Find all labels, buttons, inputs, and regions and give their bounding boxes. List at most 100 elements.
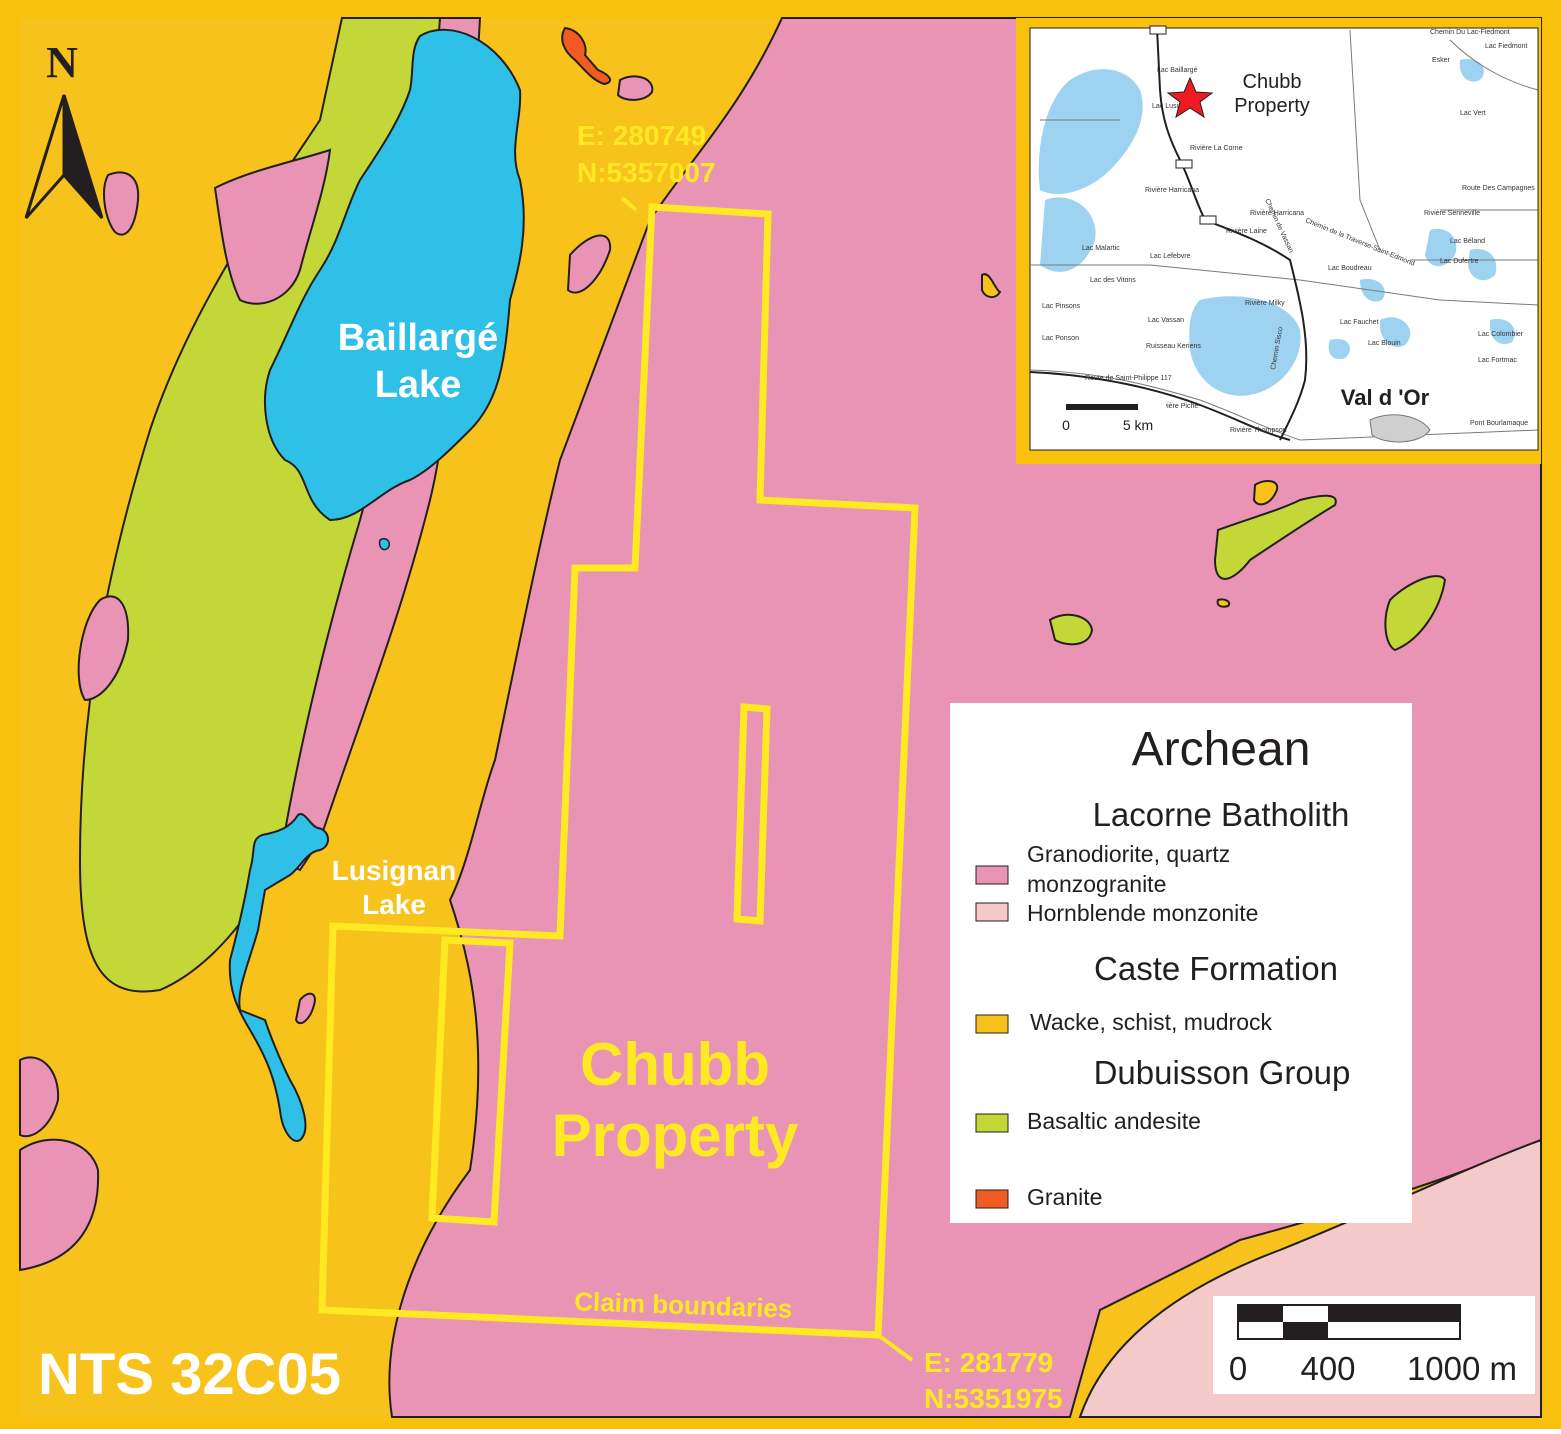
svg-text:Rivière Harricana: Rivière Harricana: [1145, 187, 1199, 194]
svg-text:Esker: Esker: [1432, 57, 1451, 64]
svg-text:Rivière La Corne: Rivière La Corne: [1190, 145, 1243, 152]
wacke-inlier: [1216, 598, 1231, 608]
scale-label: 0: [1229, 1350, 1247, 1387]
svg-text:Rivière Laine: Rivière Laine: [1226, 228, 1267, 235]
granodiorite-outcrop: [19, 1056, 60, 1138]
svg-text:Route Des Campagnes: Route Des Campagnes: [1462, 185, 1535, 192]
scale-label: 400: [1300, 1350, 1355, 1387]
inset-property-label-line1: Chubb: [1243, 71, 1302, 93]
svg-text:Rivière Piché: Rivière Piché: [1157, 403, 1198, 410]
svg-text:Chemin Du Lac-Fiedmont: Chemin Du Lac-Fiedmont: [1430, 29, 1510, 36]
legend-swatch-hornblende: [975, 902, 1009, 922]
svg-text:Rivière Milky: Rivière Milky: [1245, 300, 1285, 307]
svg-text:Lac Baillargé: Lac Baillargé: [1157, 67, 1198, 74]
legend-group-title: Dubuisson Group: [1094, 1054, 1351, 1091]
se-corner-northing: N:5351975: [924, 1383, 1063, 1414]
legend-swatch-granodiorite: [975, 865, 1009, 885]
svg-text:Ruisseau Keriens: Ruisseau Keriens: [1146, 343, 1201, 350]
wacke-inlier: [981, 273, 1002, 298]
baillarge-label-line1: Baillargé: [338, 317, 499, 359]
legend: Archean Lacorne Batholith Granodiorite, …: [950, 703, 1412, 1223]
svg-text:Lac Boudreau: Lac Boudreau: [1328, 265, 1372, 272]
svg-text:Rivière Thompson: Rivière Thompson: [1230, 427, 1287, 434]
granodiorite-outcrop: [213, 148, 332, 305]
granodiorite-outcrop: [19, 1138, 100, 1272]
svg-text:Lac Dufertre: Lac Dufertre: [1440, 258, 1479, 265]
inset-city-label: Val d 'Or: [1341, 385, 1430, 410]
legend-group-title: Lacorne Batholith: [1093, 796, 1350, 833]
inset-highway-117: [1029, 371, 1291, 441]
granodiorite-outcrop: [103, 171, 140, 236]
legend-swatch-granite: [975, 1189, 1009, 1209]
inset-water: [1038, 59, 1515, 396]
lusignan-label-line1: Lusignan: [332, 855, 456, 886]
inset-property-label-line2: Property: [1234, 95, 1310, 117]
granodiorite-outcrop: [294, 992, 316, 1025]
lusignan-label-line2: Lake: [362, 889, 426, 920]
se-corner-leader: [876, 1333, 914, 1362]
inset-highway-111: [1156, 27, 1308, 441]
granodiorite-outcrop: [77, 595, 130, 702]
legend-box: [950, 703, 1412, 1223]
granite-outcrop: [561, 26, 612, 86]
svg-text:Lac Ponson: Lac Ponson: [1042, 335, 1079, 342]
svg-text:Route de Saint-Philippe 117: Route de Saint-Philippe 117: [1085, 375, 1172, 382]
north-arrow-label: N: [46, 38, 78, 87]
north-arrow: N: [24, 38, 104, 219]
svg-text:Rivière Harricana: Rivière Harricana: [1250, 210, 1304, 217]
inset-map: Lac Baillargé Lac Lusignan Rivière La Co…: [1016, 18, 1541, 464]
svg-text:Lac Fauchet: Lac Fauchet: [1340, 319, 1379, 326]
ne-corner-easting: E: 280749: [577, 120, 706, 151]
scale-bar: 0 400 1000 m: [1213, 1296, 1535, 1394]
svg-text:Lac Malartic: Lac Malartic: [1082, 245, 1120, 252]
property-label-line2: Property: [552, 1102, 799, 1169]
svg-text:Rivière Senneville: Rivière Senneville: [1424, 210, 1480, 217]
svg-text:Lac Pinsons: Lac Pinsons: [1042, 303, 1081, 310]
pond: [378, 537, 391, 551]
svg-text:Lac Blouin: Lac Blouin: [1368, 340, 1401, 347]
claim-main-block: [318, 203, 919, 1339]
svg-text:Lac Lusignan: Lac Lusignan: [1152, 103, 1194, 110]
svg-text:Lac Colombier: Lac Colombier: [1478, 331, 1524, 338]
inset-roads: [1029, 29, 1539, 441]
wacke-inlier: [1252, 479, 1279, 506]
legend-group-title: Caste Formation: [1094, 950, 1338, 987]
claim-inner-block: [428, 936, 514, 1226]
inset-city-area: [1369, 414, 1431, 443]
property-star-icon: [1166, 76, 1214, 119]
legend-label: Granodiorite, quartz: [1027, 841, 1230, 867]
claim-strip: [733, 703, 771, 925]
svg-text:Lac des Vitons: Lac des Vitons: [1090, 277, 1136, 284]
ne-corner-leader: [620, 196, 638, 212]
basalt-inlier: [1213, 494, 1337, 580]
legend-label: Wacke, schist, mudrock: [1030, 1009, 1272, 1035]
svg-text:Lac Fiedmont: Lac Fiedmont: [1485, 43, 1527, 50]
svg-text:Lac Béland: Lac Béland: [1450, 238, 1485, 245]
legend-swatch-basalt: [975, 1113, 1009, 1133]
svg-text:Lac Lefebvre: Lac Lefebvre: [1150, 253, 1191, 260]
inset-scale-5km: 5 km: [1123, 417, 1153, 433]
inset-scale-bar: [1066, 404, 1138, 410]
claim-boundaries: [318, 203, 919, 1339]
baillarge-label-line2: Lake: [375, 364, 462, 406]
basalt-inlier: [1384, 575, 1447, 652]
svg-text:Lac Vassan: Lac Vassan: [1148, 317, 1184, 324]
nts-label: NTS 32C05: [38, 1342, 341, 1407]
svg-text:Lac Fortmac: Lac Fortmac: [1478, 357, 1517, 364]
granodiorite-outcrop: [616, 75, 654, 101]
baillarge-lake: [264, 28, 525, 522]
basalt-inlier: [1048, 613, 1094, 646]
legend-label: Granite: [1027, 1184, 1102, 1210]
legend-swatch-wacke: [975, 1014, 1009, 1034]
legend-label: Basaltic andesite: [1027, 1108, 1201, 1134]
inset-scale-zero: 0: [1062, 417, 1070, 433]
granodiorite-outcrop: [566, 234, 612, 294]
se-corner-easting: E: 281779: [924, 1347, 1053, 1378]
legend-era: Archean: [1132, 723, 1311, 776]
svg-text:Lac Vert: Lac Vert: [1460, 110, 1486, 117]
lusignan-lake: [228, 813, 329, 1142]
scale-label: 1000 m: [1407, 1350, 1517, 1387]
legend-label: Hornblende monzonite: [1027, 900, 1258, 926]
